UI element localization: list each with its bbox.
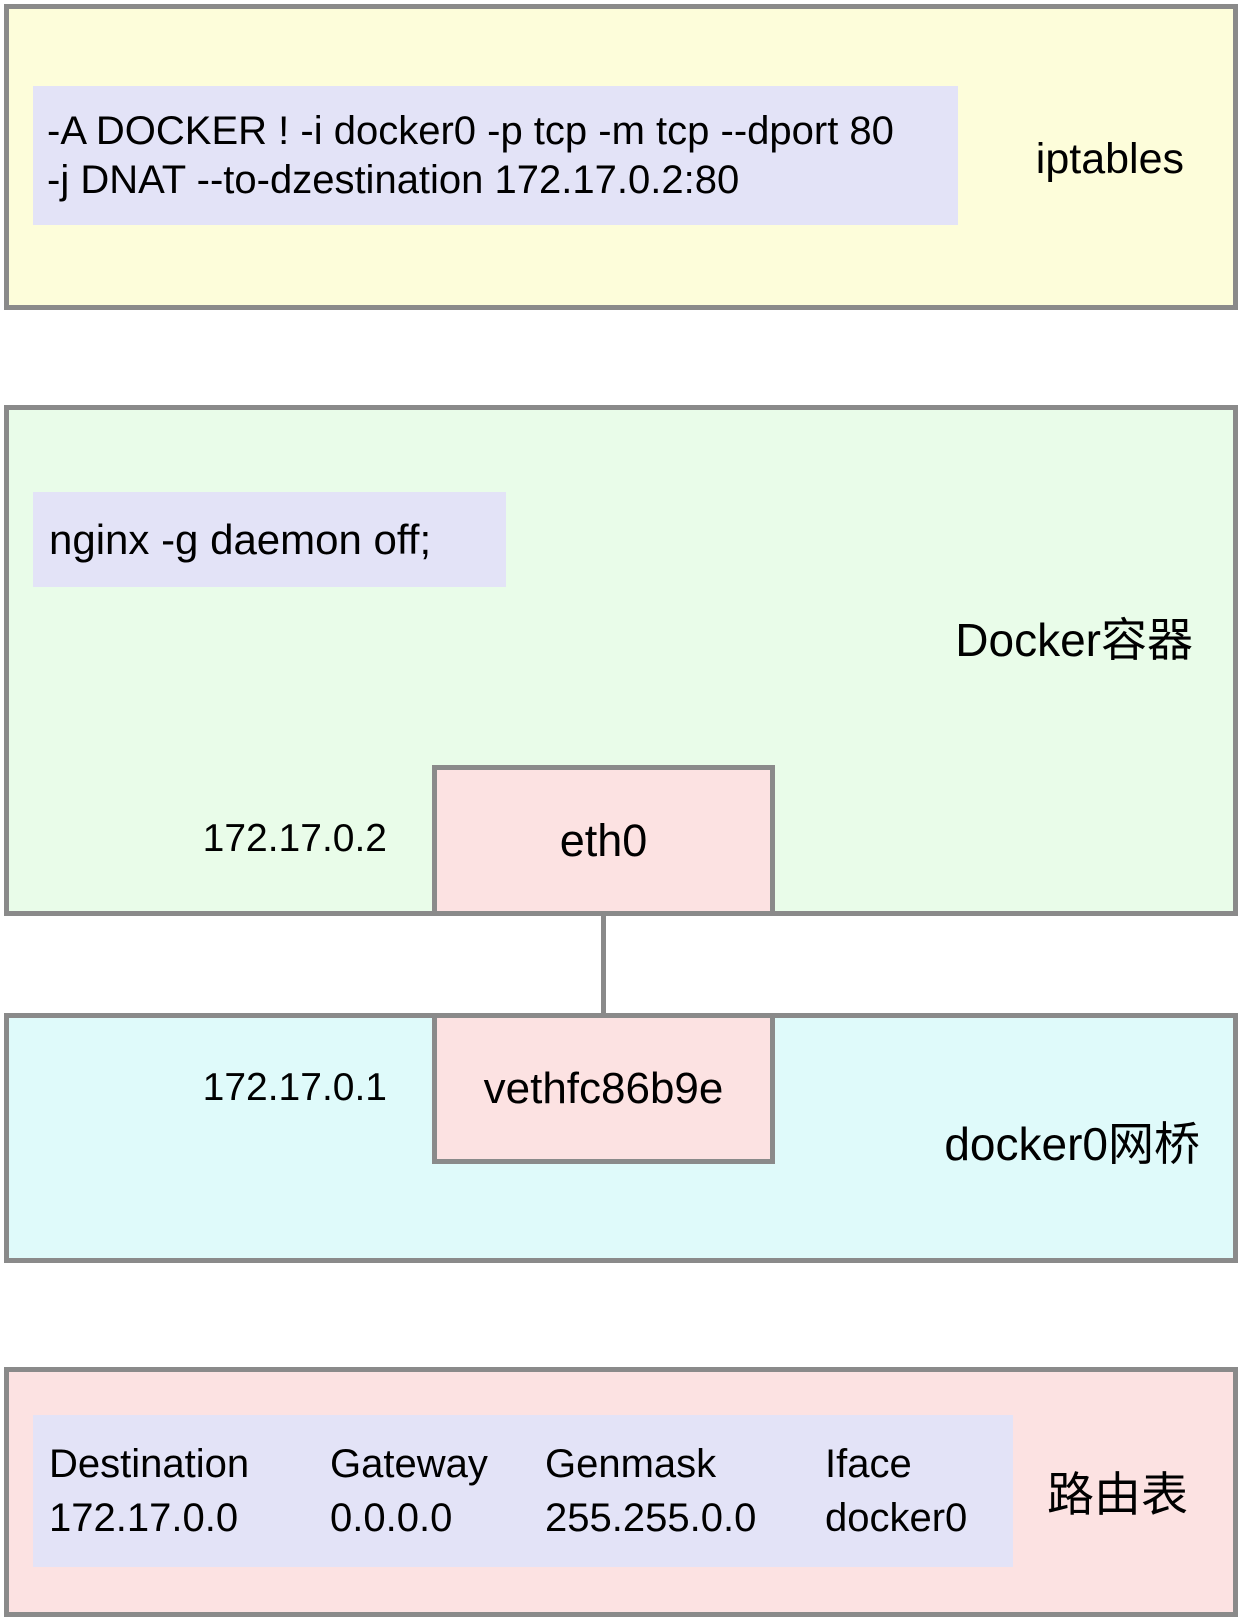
iptables-zone: -A DOCKER ! -i docker0 -p tcp -m tcp --d… [4, 4, 1238, 310]
routing-header-iface: Iface [825, 1442, 912, 1486]
iptables-command-box: -A DOCKER ! -i docker0 -p tcp -m tcp --d… [33, 86, 958, 225]
veth-interface-label: vethfc86b9e [483, 1063, 724, 1113]
iptables-command-line2: -j DNAT --to-dzestination 172.17.0.2:80 [47, 157, 740, 202]
routing-table-data-row: 172.17.0.0 0.0.0.0 255.255.0.0 docker0 [33, 1491, 1013, 1545]
eth0-ip-label: 172.17.0.2 [202, 817, 387, 860]
nginx-command-box: nginx -g daemon off; [33, 492, 506, 587]
veth-pair-connector-line [601, 916, 606, 1016]
routing-table-zone-label: 路由表 [1047, 1468, 1188, 1521]
eth0-interface-label: eth0 [559, 814, 648, 866]
iptables-command-line1: -A DOCKER ! -i docker0 -p tcp -m tcp --d… [47, 108, 894, 153]
routing-cell-destination: 172.17.0.0 [49, 1496, 239, 1540]
routing-header-genmask: Genmask [545, 1442, 717, 1486]
iptables-zone-label: iptables [1035, 135, 1184, 183]
veth-ip-label: 172.17.0.1 [202, 1066, 387, 1109]
docker0-bridge-zone-label: docker0网桥 [944, 1118, 1200, 1170]
veth-interface-box: vethfc86b9e [432, 1013, 775, 1164]
routing-header-gateway: Gateway [330, 1442, 488, 1486]
routing-table-zone: Destination Gateway Genmask Iface 172.17… [4, 1367, 1238, 1617]
routing-cell-gateway: 0.0.0.0 [330, 1496, 453, 1540]
routing-table-box: Destination Gateway Genmask Iface 172.17… [33, 1415, 1013, 1567]
routing-cell-iface: docker0 [825, 1496, 968, 1540]
eth0-interface-box: eth0 [432, 765, 775, 916]
nginx-command-text: nginx -g daemon off; [49, 515, 432, 563]
routing-cell-genmask: 255.255.0.0 [545, 1496, 757, 1540]
docker-container-zone-label: Docker容器 [955, 614, 1193, 666]
routing-table-header-row: Destination Gateway Genmask Iface [33, 1437, 1013, 1491]
routing-header-destination: Destination [49, 1442, 250, 1486]
